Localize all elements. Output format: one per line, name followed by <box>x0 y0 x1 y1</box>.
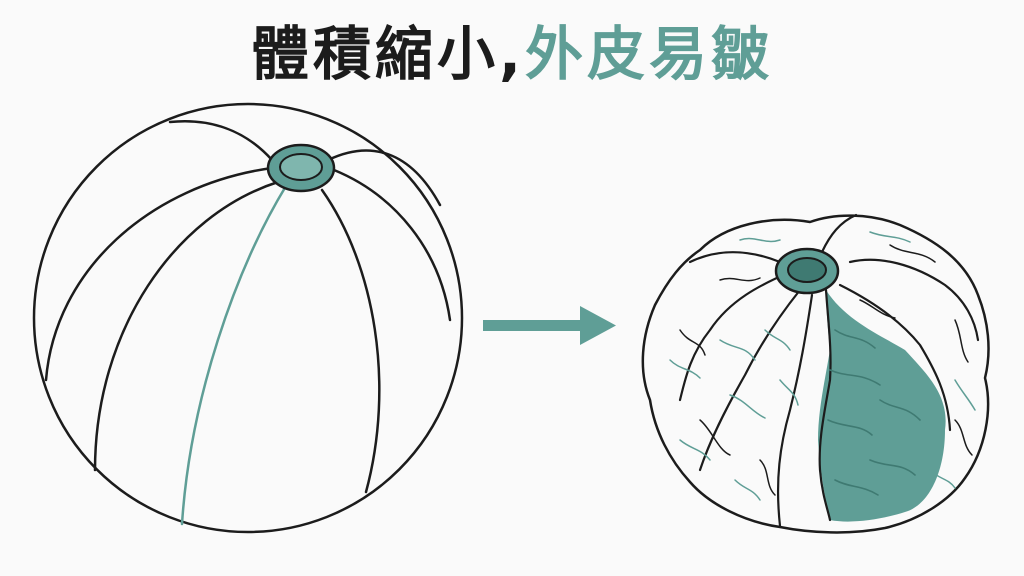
wrinkled-ball-outline <box>641 214 990 534</box>
full-ball-seam-left-outer <box>44 166 274 382</box>
wrinkled-ball-seams <box>678 213 980 528</box>
wrinkled-ball-valve-inner <box>787 257 827 283</box>
wrinkle-lines-dark <box>679 244 973 496</box>
full-ball-seam-left-inner <box>93 180 280 472</box>
shrunken-wrinkled-ball <box>641 213 990 534</box>
title-part-wrinkle: 外皮易皺 <box>525 20 774 88</box>
full-ball <box>32 102 464 534</box>
full-ball-seam-top-right <box>326 149 442 207</box>
arrow-head <box>580 306 616 345</box>
title-part-volume: 體積縮小, <box>250 20 526 88</box>
full-ball-outline <box>32 102 464 534</box>
wrinkle-lines-on-panel <box>827 329 921 496</box>
wrinkled-ball-accent-panel <box>818 290 946 522</box>
full-ball-seam-right-inner <box>320 188 381 494</box>
arrow-shaft <box>483 320 587 331</box>
right-arrow-icon <box>483 306 616 345</box>
wrinkle-lines-accent <box>669 231 976 501</box>
full-ball-seam-right-outer <box>332 168 452 322</box>
full-ball-seam-top-left <box>168 120 274 162</box>
full-ball-seam-accent <box>180 184 288 526</box>
page-title: 體積縮小,外皮易皺 <box>0 14 1024 94</box>
full-ball-valve-inner <box>279 153 323 181</box>
